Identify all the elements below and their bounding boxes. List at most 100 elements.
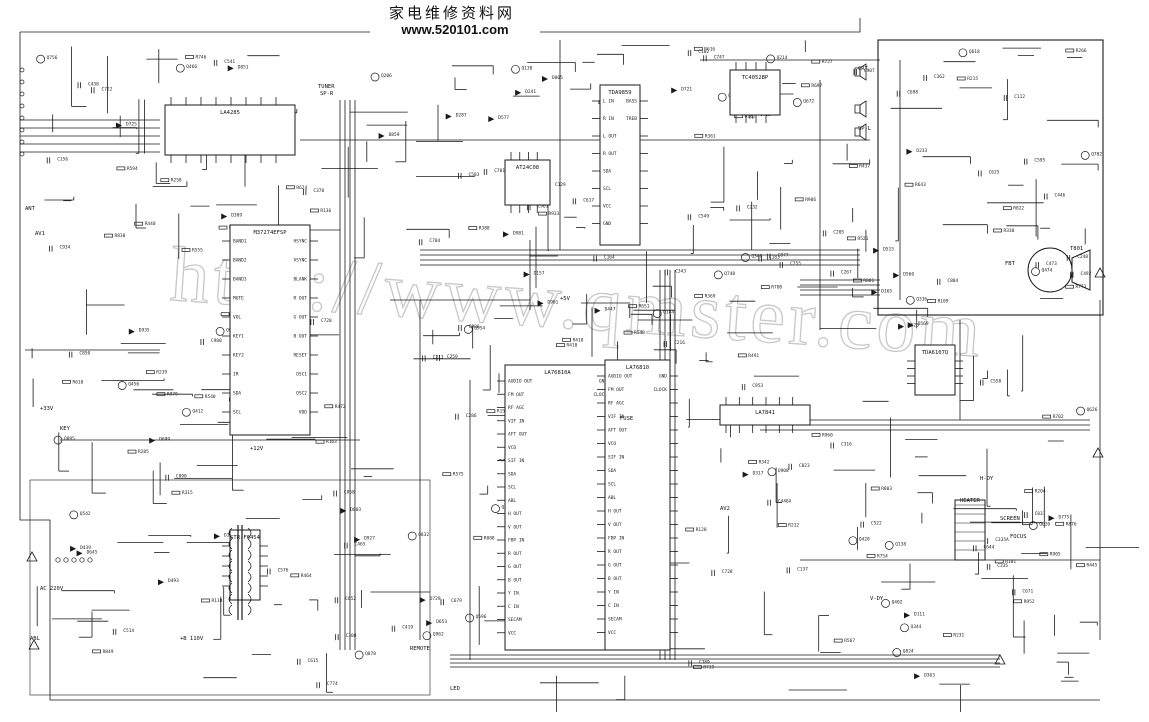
component-id: R727 (822, 59, 833, 65)
component-id: Q908 (778, 468, 789, 474)
component-id: R548 (634, 330, 645, 336)
component-id: C720 (321, 318, 332, 324)
resistor-symbol (694, 133, 704, 138)
component-r651: R651 (628, 304, 650, 310)
component-id: C961 (538, 203, 549, 209)
circuit-tag: +5V (560, 296, 571, 302)
ic-pin-label: GND (599, 379, 607, 385)
coil-winding (228, 549, 233, 561)
ic-part-number: M37274EFSP (253, 230, 287, 236)
component-id: R746 (196, 55, 207, 61)
component-c906: C906 (458, 324, 480, 331)
transistor-symbol (407, 531, 417, 541)
component-id: C343 (675, 269, 686, 275)
circuit-tag: HEATER (960, 498, 981, 504)
component-q184: Q184 (652, 309, 674, 318)
component-c335a: C335A (984, 537, 1009, 545)
resistor-symbol (104, 233, 113, 238)
ic-pin-label: AUDIO OUT (608, 374, 633, 380)
component-id: C112 (1014, 94, 1025, 100)
component-d851: D851 (227, 64, 249, 72)
ic-part-number: TDA6107Q (922, 350, 949, 356)
component-id: D725 (126, 122, 137, 128)
coil-winding (228, 560, 233, 572)
input-jack-icon (19, 151, 25, 157)
crt-neck (1071, 249, 1091, 291)
ic-pin-label: SDA (508, 471, 516, 477)
transistor-symbol (1028, 521, 1038, 530)
component-r285: R285 (127, 449, 149, 455)
component-q878: Q878 (354, 650, 376, 660)
warning-icon (26, 551, 38, 562)
component-c438: C438 (77, 81, 99, 89)
circuit-tag: V-DY (870, 596, 884, 602)
ic-body (604, 359, 671, 651)
ic-audio-amp: LA4285 (164, 97, 296, 163)
coil-winding (228, 604, 233, 616)
ic-audio-switch: TC4052BP (729, 62, 781, 123)
component-c232: C232 (736, 204, 758, 212)
component-r410: R410 (556, 343, 578, 349)
component-r315: R315 (171, 490, 193, 496)
component-c595: C595 (1023, 158, 1046, 165)
resistor-symbol (693, 665, 702, 669)
resistor-symbol (801, 83, 810, 88)
transistor-symbol (422, 631, 432, 641)
component-id: C216 (674, 340, 685, 346)
ic-pin-label: KEY1 (233, 334, 244, 340)
component-r555: R555 (181, 247, 203, 253)
diode-symbol (503, 231, 509, 238)
component-id: C514 (123, 628, 134, 634)
coil-winding (228, 538, 233, 550)
component-id: D439 (80, 545, 91, 551)
ic-body (504, 364, 611, 651)
component-id: D729 (430, 596, 441, 602)
resistor-symbol (324, 404, 334, 409)
component-r521: R521 (847, 236, 869, 242)
component-id: R905 (1050, 552, 1061, 558)
component-id: Q474 (1042, 268, 1053, 274)
component-q336: Q336 (905, 295, 927, 305)
ic-pin-label: FM OUT (608, 387, 625, 393)
component-id: C446 (1055, 193, 1066, 199)
component-d729: D729 (419, 596, 441, 604)
flyback-icon (954, 499, 986, 561)
component-id: C625 (989, 169, 1000, 175)
ic-pin-label: R OUT (508, 551, 522, 557)
component-r803: R803 (870, 486, 892, 492)
resistor-symbol (1002, 206, 1012, 211)
component-q756: Q756 (36, 54, 58, 64)
component-id: C652 (345, 596, 356, 602)
component-id: D775 (1059, 514, 1070, 520)
resistor-symbol (904, 182, 914, 187)
component-id: C576 (278, 568, 289, 574)
component-r215: R215 (956, 76, 978, 82)
component-c704: C704 (418, 238, 441, 246)
component-id: Q138 (895, 541, 906, 547)
circuit-tag: H-DY (980, 476, 994, 482)
ic-video-output: TDA6107Q (907, 344, 963, 396)
component-id: R521 (858, 236, 869, 242)
component-id: Q620 (1039, 522, 1050, 528)
component-id: C446A (778, 499, 792, 505)
component-id: C492 (1081, 271, 1092, 277)
resistor-symbol (145, 370, 155, 375)
diode-symbol (907, 322, 914, 329)
component-r101: R101 (994, 559, 1016, 565)
site-url[interactable]: www.520101.com (401, 22, 509, 37)
component-d725: D725 (116, 122, 137, 129)
component-id: C308 (346, 633, 357, 639)
component-c102: C102 (687, 49, 709, 57)
resistor-symbol (870, 486, 880, 491)
diode-symbol (221, 213, 228, 220)
ic-eeprom: AT24C08 (504, 152, 551, 213)
ic-pin-label: G OUT (608, 563, 622, 569)
component-q344: Q344 (900, 623, 922, 633)
component-c156: C156 (46, 156, 68, 164)
component-id: Q895 (64, 436, 75, 442)
diode-symbol (214, 533, 220, 540)
component-c576: C576 (267, 568, 289, 575)
ic-pin-label: CLOCK (593, 392, 607, 398)
ic-pin-label: VIF IN (508, 418, 525, 424)
component-q340: Q340 (741, 253, 763, 262)
